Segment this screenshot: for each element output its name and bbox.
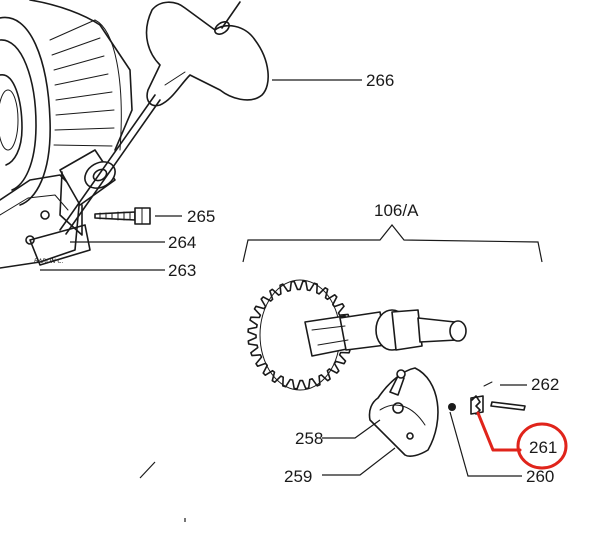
part-number-266: 266 (366, 71, 394, 90)
part-number-264: 264 (168, 233, 196, 252)
artist-signature: BARON C. (34, 258, 64, 265)
part-number-259: 259 (284, 467, 312, 486)
motor-housing-assembly: BARON C. (0, 0, 133, 269)
group-number-106a: 106/A (374, 201, 419, 220)
highlight-261 (476, 411, 568, 470)
spring-261 (470, 395, 484, 415)
leader-lines-upper (40, 79, 362, 271)
cam-shaft (304, 309, 467, 357)
lever-plate-259 (368, 367, 439, 457)
t-handle-wrench (59, 1, 269, 235)
part-number-263: 263 (168, 261, 196, 280)
pin-262 (483, 381, 526, 411)
leader-lines-lower (139, 384, 527, 522)
part-number-261: 261 (529, 438, 557, 457)
ball-260 (448, 403, 456, 411)
part-number-260: 260 (526, 467, 554, 486)
part-number-262: 262 (531, 375, 559, 394)
part-number-265: 265 (187, 207, 215, 226)
group-bracket-106a (242, 224, 543, 263)
part-number-258: 258 (295, 429, 323, 448)
screw-265 (94, 207, 151, 225)
housing-fins (49, 19, 122, 151)
